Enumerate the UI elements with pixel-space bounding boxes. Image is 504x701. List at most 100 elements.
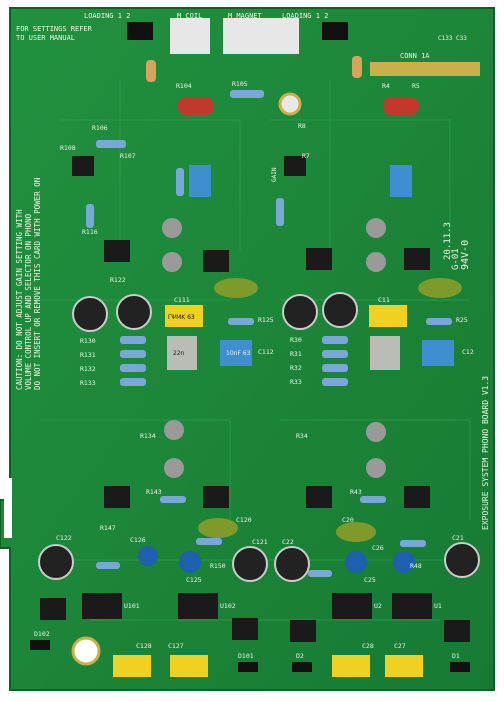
svg-text:R33: R33 xyxy=(290,378,302,386)
silk-refs-left: R104 R105 R106 R107 R108 R116 R122 R125 … xyxy=(60,80,274,570)
svg-text:U1: U1 xyxy=(434,602,442,610)
silk-diode-labels: D101 D2 D1 D102 xyxy=(34,630,460,660)
red-capacitor-right xyxy=(383,97,419,115)
silk-cap-labels: C111 C11 C112 C12 C120 C20 C121 C22 C122… xyxy=(56,296,474,650)
svg-text:R130: R130 xyxy=(80,337,96,345)
olive-cap-left-top xyxy=(214,278,258,298)
date-mark: 20.11.3 xyxy=(443,222,453,260)
svg-text:C12: C12 xyxy=(462,348,474,356)
svg-text:C126: C126 xyxy=(130,536,146,544)
m-magnet-label: M MAGNET xyxy=(228,12,263,20)
blue-film-cap-mid-left xyxy=(220,340,252,366)
svg-text:DO NOT INSERT OR REMOVE THIS C: DO NOT INSERT OR REMOVE THIS CARD WITH P… xyxy=(33,178,42,390)
ic-chips xyxy=(40,156,470,642)
edge-notch xyxy=(4,478,12,538)
svg-text:C122: C122 xyxy=(56,534,72,542)
svg-text:R125: R125 xyxy=(258,316,274,324)
glass-diode-right xyxy=(352,56,362,78)
conn-label: CONN 1A xyxy=(400,52,430,60)
silk-refs-right: R4 R5 R8 R7 R30 R31 R32 R33 R25 R34 R43 … xyxy=(290,82,468,570)
svg-text:C112: C112 xyxy=(258,348,274,356)
svg-text:R31: R31 xyxy=(290,350,302,358)
svg-text:R143: R143 xyxy=(146,488,162,496)
svg-text:R108: R108 xyxy=(60,144,76,152)
olive-cap-right-bottom xyxy=(336,522,376,542)
board-name: EXPOSURE SYSTEM PHONO BOARD V1.3 xyxy=(481,376,490,530)
svg-text:U2: U2 xyxy=(374,602,382,610)
svg-text:D2: D2 xyxy=(296,652,304,660)
svg-text:R132: R132 xyxy=(80,365,96,373)
svg-text:R30: R30 xyxy=(290,336,302,344)
svg-text:C26: C26 xyxy=(372,544,384,552)
svg-text:R105: R105 xyxy=(232,80,248,88)
grey-film-cap-right xyxy=(370,336,400,370)
svg-text:C111: C111 xyxy=(174,296,190,304)
svg-text:R122: R122 xyxy=(110,276,126,284)
svg-text:R8: R8 xyxy=(298,122,306,130)
mounting-hole-top xyxy=(278,92,302,116)
smd-diodes xyxy=(30,640,470,672)
svg-text:U101: U101 xyxy=(124,602,140,610)
yellow-film-caps xyxy=(113,305,423,677)
resistors xyxy=(86,90,452,577)
svg-text:R106: R106 xyxy=(92,124,108,132)
loading-right-label: LOADING 1 2 xyxy=(282,12,328,20)
svg-text:C21: C21 xyxy=(452,534,464,542)
svg-text:R133: R133 xyxy=(80,379,96,387)
electrolytic-caps xyxy=(38,292,480,582)
svg-text:R107: R107 xyxy=(120,152,136,160)
olive-cap-left-bottom xyxy=(198,518,238,538)
svg-text:R134: R134 xyxy=(140,432,156,440)
svg-text:C127: C127 xyxy=(168,642,184,650)
svg-text:R48: R48 xyxy=(410,562,422,570)
m-coil-label: M COIL xyxy=(177,12,202,20)
svg-text:R5: R5 xyxy=(412,82,420,90)
loading-left-label: LOADING 1 2 xyxy=(84,12,130,20)
g01-mark: G-01 xyxy=(451,248,461,270)
svg-text:VOLUME CONTROL UP AND SELECTOR: VOLUME CONTROL UP AND SELECTOR ON PHONO xyxy=(24,213,33,390)
svg-text:R150: R150 xyxy=(210,562,226,570)
svg-text:C28: C28 xyxy=(362,642,374,650)
red-capacitor-left xyxy=(178,97,214,115)
blue-film-cap-mid-right xyxy=(422,340,454,366)
blue-film-cap-right xyxy=(390,165,412,197)
settings-note: FOR SETTINGS REFER xyxy=(16,25,93,33)
glass-diode-left xyxy=(146,60,156,82)
svg-text:C11: C11 xyxy=(378,296,390,304)
svg-text:D101: D101 xyxy=(238,652,254,660)
settings-note-2: TO USER MANUAL xyxy=(16,34,75,42)
mounting-hole-bottom xyxy=(71,636,101,666)
svg-text:U102: U102 xyxy=(220,602,236,610)
svg-text:C25: C25 xyxy=(364,576,376,584)
svg-text:C125: C125 xyxy=(186,576,202,584)
svg-text:C27: C27 xyxy=(394,642,406,650)
grey-cap-text: 22n xyxy=(173,350,185,357)
svg-text:R32: R32 xyxy=(290,364,302,372)
blue-film-cap-left xyxy=(189,165,211,197)
svg-text:R116: R116 xyxy=(82,228,98,236)
c133-label: C133 C33 xyxy=(438,35,467,42)
svg-text:C128: C128 xyxy=(136,642,152,650)
svg-text:R4: R4 xyxy=(382,82,390,90)
svg-text:C121: C121 xyxy=(252,538,268,546)
gain-label: GAIN xyxy=(271,167,278,182)
svg-text:R43: R43 xyxy=(350,488,362,496)
film-cap-yellow-text: ΓΨΜΚ 63 xyxy=(168,314,195,321)
svg-text:D1: D1 xyxy=(452,652,460,660)
blue-cap-text: 10nF 63 xyxy=(226,350,251,357)
svg-text:R131: R131 xyxy=(80,351,96,359)
ul-mark: 94V-0 xyxy=(460,240,471,270)
svg-text:R7: R7 xyxy=(302,152,310,160)
svg-text:R34: R34 xyxy=(296,432,308,440)
grey-film-cap-left xyxy=(167,336,197,370)
caution-text: CAUTION: DO NOT ADJUST GAIN SETTING WITH… xyxy=(15,178,42,390)
svg-text:C20: C20 xyxy=(342,516,354,524)
small-caps xyxy=(162,218,386,478)
svg-text:D102: D102 xyxy=(34,630,50,638)
svg-text:R25: R25 xyxy=(456,316,468,324)
svg-text:R147: R147 xyxy=(100,524,116,532)
silk-ic-labels: U101 U1 U102 U2 xyxy=(124,602,442,610)
olive-cap-right-top xyxy=(418,278,462,298)
svg-text:R104: R104 xyxy=(176,82,192,90)
